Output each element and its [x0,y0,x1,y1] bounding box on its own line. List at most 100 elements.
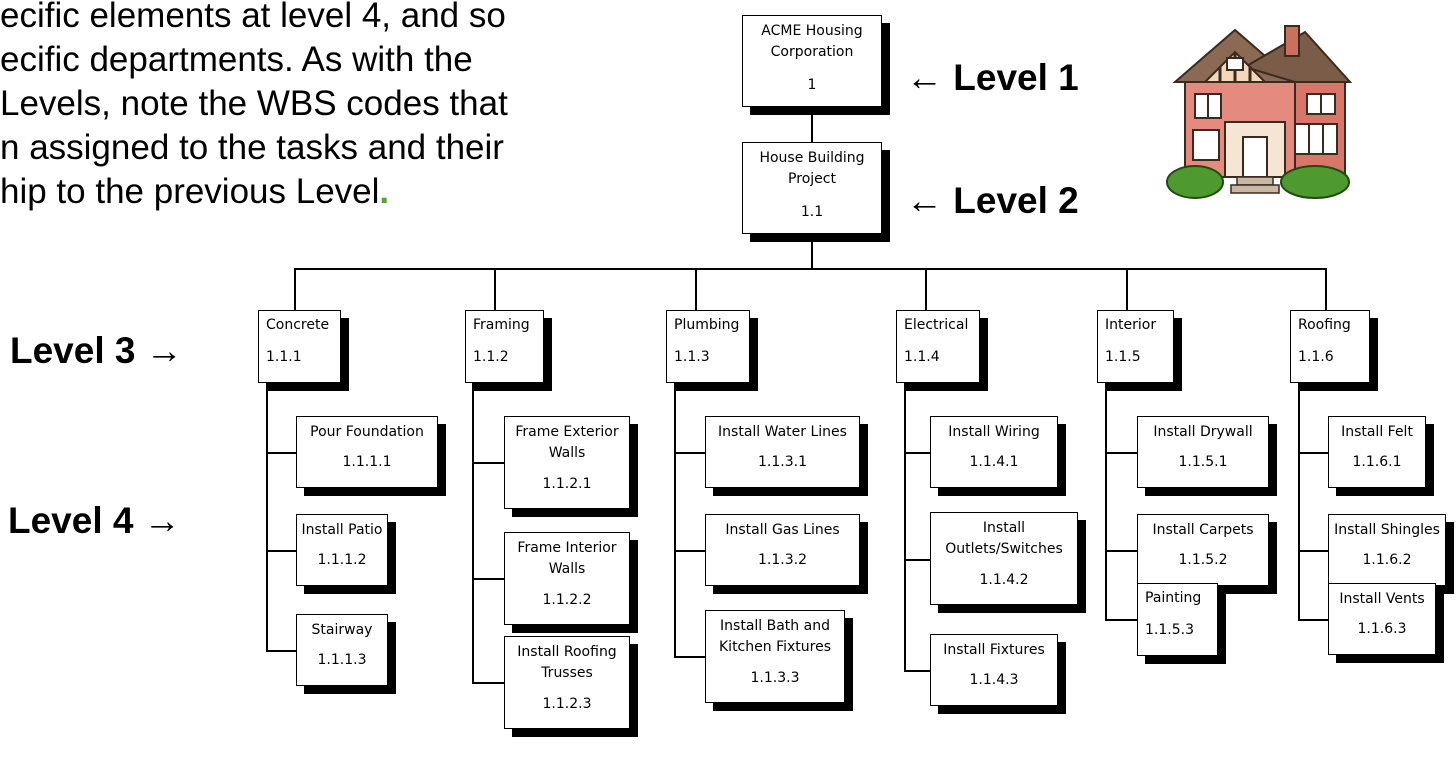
wbs-box-title: Painting [1145,590,1202,606]
wbs-box-title: House Building Project [759,150,865,187]
wbs-code: 1.1.2.1 [542,476,592,492]
wbs-box-title: Plumbing [674,317,740,333]
connector-line [266,650,296,652]
wbs-code: 1.1.5.3 [1145,622,1194,638]
wbs-box-title: Install Bath and Kitchen Fixtures [719,618,831,655]
wbs-box-concrete: Concrete 1.1.1 [258,310,341,383]
connector-line [1105,550,1137,552]
wbs-box-interior: Interior 1.1.5 [1097,310,1174,383]
wbs-box-task: Install Roofing Trusses 1.1.2.3 [504,636,630,729]
connector-line [1325,268,1327,310]
wbs-box-title: Frame Interior Walls [517,540,617,577]
wbs-code: 1.1.3.3 [750,670,800,686]
connector-line [674,452,705,454]
wbs-box-title: Install Water Lines [718,424,847,440]
wbs-box-title: Install Fixtures [943,642,1045,658]
wbs-box-task: Pour Foundation 1.1.1.1 [296,416,438,488]
wbs-box-task: Install Carpets 1.1.5.2 [1137,514,1269,586]
intro-line: hip to the previous Level. [0,170,389,214]
connector-line [472,682,504,684]
intro-line: ecific elements at level 4, and so [0,0,506,35]
wbs-box-title: Install Gas Lines [725,522,840,538]
connector-line [294,268,296,310]
wbs-code: 1.1.3.1 [758,454,807,470]
wbs-box-title: Install Carpets [1152,522,1254,538]
wbs-box-task: Install Bath and Kitchen Fixtures 1.1.3.… [705,610,845,703]
wbs-box-task: Install Shingles 1.1.6.2 [1328,514,1446,586]
intro-line: Levels, note the WBS codes that [0,84,508,123]
wbs-box-title: Install Vents [1339,591,1425,607]
wbs-box-title: Concrete [266,317,330,333]
wbs-code: 1.1.3 [674,349,710,365]
wbs-box-task: Install Drywall 1.1.5.1 [1137,416,1269,488]
wbs-box-task: Install Fixtures 1.1.4.3 [930,634,1058,706]
connector-line [294,268,1327,270]
wbs-code: 1.1.6 [1298,349,1334,365]
wbs-box-title: Electrical [904,317,969,333]
wbs-box-task: Install Gas Lines 1.1.3.2 [705,514,860,586]
wbs-code: 1.1.2 [473,349,509,365]
wbs-box-title: Pour Foundation [310,424,424,440]
wbs-code: 1.1.1.2 [317,552,367,568]
wbs-code: 1.1.5.1 [1178,454,1228,470]
connector-line [674,656,705,658]
wbs-box-level-1: ACME Housing Corporation 1 [742,15,882,107]
connector-line [904,559,930,561]
wbs-box-title: Interior [1105,317,1157,333]
connector-line [472,462,504,464]
wbs-box-task: Install Vents 1.1.6.3 [1328,583,1436,655]
connector-line [472,383,474,684]
wbs-box-task: Install Wiring 1.1.4.1 [930,416,1058,488]
level-1-label: ← Level 1 [906,57,1079,98]
connector-line [1298,619,1328,621]
wbs-box-title: Stairway [311,622,373,638]
level-4-label: Level 4 → [8,500,181,541]
wbs-code: 1.1.3.2 [758,552,807,568]
wbs-code: 1.1.5.2 [1178,552,1228,568]
connector-line [266,550,296,552]
wbs-code: 1.1.2.2 [542,592,592,608]
intro-line: ecific departments. As with the [0,40,473,79]
wbs-code: 1.1.6.1 [1352,454,1402,470]
wbs-box-electrical: Electrical 1.1.4 [896,310,980,383]
wbs-code: 1.1.6.3 [1357,621,1407,637]
intro-line: n assigned to the tasks and their [0,128,504,167]
wbs-box-framing: Framing 1.1.2 [465,310,544,383]
wbs-code: 1.1.6.2 [1362,552,1412,568]
wbs-box-title: Roofing [1298,317,1351,333]
wbs-box-title: Frame Exterior Walls [515,424,619,461]
connector-line [472,578,504,580]
wbs-box-task: Install Patio 1.1.1.2 [296,514,388,586]
house-illustration [1166,25,1353,199]
wbs-code: 1.1.4.2 [979,572,1029,588]
wbs-code: 1.1.1 [266,349,302,365]
wbs-box-task: Painting 1.1.5.3 [1137,583,1218,656]
wbs-code: 1.1 [800,204,824,220]
wbs-box-task: Install Felt 1.1.6.1 [1328,416,1426,488]
wbs-code: 1 [807,77,817,93]
wbs-code: 1.1.1.3 [317,652,367,668]
wbs-box-title: Install Drywall [1153,424,1253,440]
connector-line [1105,452,1137,454]
connector-line [266,452,296,454]
wbs-box-plumbing: Plumbing 1.1.3 [666,310,750,383]
connector-line [1126,268,1128,310]
connector-line [266,383,268,652]
connector-line [811,107,813,142]
wbs-box-title: Install Patio [301,522,383,538]
wbs-code: 1.1.4.1 [969,454,1019,470]
wbs-box-title: Install Wiring [948,424,1040,440]
level-2-label: ← Level 2 [906,180,1079,221]
level-3-label: Level 3 → [10,330,183,371]
wbs-box-title: ACME Housing Corporation [761,23,863,60]
connector-line [1105,383,1107,621]
connector-line [494,268,496,310]
intro-period: . [379,172,390,211]
connector-line [1298,550,1328,552]
wbs-box-task: Frame Exterior Walls 1.1.2.1 [504,416,630,509]
connector-line [904,383,906,672]
connector-line [1298,452,1328,454]
wbs-code: 1.1.2.3 [542,696,592,712]
wbs-box-level-2: House Building Project 1.1 [742,142,882,234]
connector-line [904,670,930,672]
